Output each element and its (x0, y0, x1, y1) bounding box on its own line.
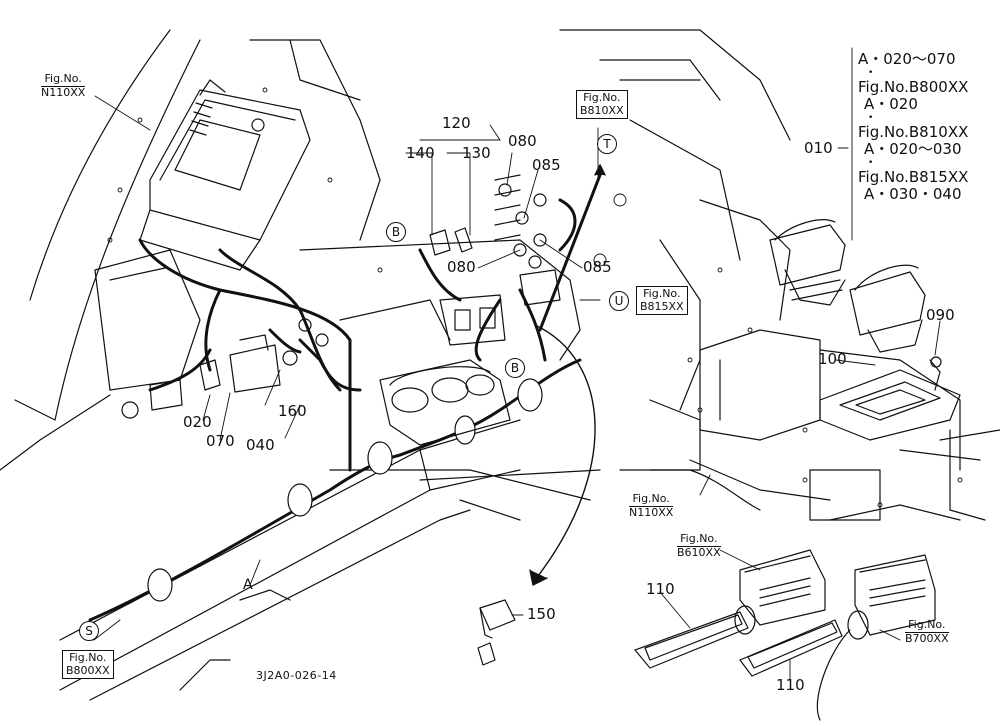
fig-ref-b810: Fig.No. B810XX (576, 90, 628, 120)
frame-outline (0, 29, 1000, 691)
harness-label-a: A (243, 577, 253, 593)
part-number-110-left: 110 (646, 580, 675, 598)
connector-assembly-right (769, 219, 961, 441)
grommets (147, 378, 543, 602)
mounting-plate (94, 249, 201, 419)
fig-ref-number: B810XX (580, 103, 624, 117)
legend-row-3: A・020 (864, 95, 918, 113)
legend-dot: • (868, 113, 874, 123)
part-150 (477, 599, 516, 666)
part-number-040: 040 (246, 436, 275, 454)
relay-cluster (149, 318, 329, 411)
kit-legend: A・020～070 • Fig.No.B800XX A・020 • Fig.No… (858, 52, 968, 204)
connector-marker-b-upper: B (386, 222, 406, 242)
connector-marker-s: S (79, 621, 99, 641)
crossmember-beam (59, 419, 601, 701)
fig-ref-label: Fig.No. (583, 91, 621, 104)
part-number-130: 130 (462, 144, 491, 162)
drawing-code: 3J2A0-026-14 (256, 669, 337, 682)
legend-row-1: A・020～070 (858, 50, 956, 68)
legend-row-5: A・020～030 (864, 140, 962, 158)
part-number-120: 120 (442, 114, 471, 132)
fig-ref-b800: Fig.No. B800XX (62, 650, 114, 680)
part-number-150: 150 (527, 605, 556, 623)
part-number-110-right: 110 (776, 676, 805, 694)
fig-ref-n110-top: Fig.No. N110XX (38, 72, 88, 100)
fig-ref-b610: Fig.No. B610XX (674, 532, 724, 560)
fig-ref-label: Fig.No. (41, 72, 86, 87)
routing-arrows (529, 164, 606, 586)
fig-ref-label: Fig.No. (677, 532, 721, 547)
legend-dot: • (868, 68, 874, 78)
part-number-140: 140 (406, 144, 435, 162)
part-number-010: 010 (804, 139, 833, 157)
bolt-holes (107, 87, 963, 508)
fig-ref-number: B700XX (905, 631, 949, 645)
fig-ref-b700: Fig.No. B700XX (902, 618, 952, 646)
fig-ref-n110-mid: Fig.No. N110XX (626, 492, 676, 520)
fig-ref-label: Fig.No. (905, 618, 949, 633)
part-number-020: 020 (183, 413, 212, 431)
connector-marker-b-lower: B (505, 358, 525, 378)
fig-ref-label: Fig.No. (643, 287, 681, 300)
relay-box (379, 269, 561, 446)
connector-marker-t: T (597, 134, 617, 154)
small-connectors (429, 174, 547, 269)
fig-ref-label: Fig.No. (69, 651, 107, 664)
legend-row-2: Fig.No.B800XX (858, 78, 969, 96)
fig-ref-number: B815XX (640, 299, 684, 313)
connector-marker-u: U (609, 291, 629, 311)
part-number-080-top: 080 (508, 132, 537, 150)
part-number-085-top: 085 (532, 156, 561, 174)
part-number-160: 160 (278, 402, 307, 420)
legend-row-7: A・030・040 (864, 185, 962, 203)
fig-ref-label: Fig.No. (629, 492, 674, 507)
bottom-connectors (734, 504, 961, 721)
fig-ref-number: N110XX (41, 85, 86, 99)
part-number-080-bottom: 080 (447, 258, 476, 276)
covers-110 (634, 611, 843, 677)
part-number-090: 090 (926, 306, 955, 324)
fig-ref-number: B800XX (66, 663, 110, 677)
part-number-070: 070 (206, 432, 235, 450)
ecu-controller (139, 79, 311, 271)
legend-dot: • (868, 158, 874, 168)
part-number-100: 100 (818, 350, 847, 368)
legend-row-6: Fig.No.B815XX (858, 168, 969, 186)
fig-ref-number: B610XX (677, 545, 721, 559)
part-number-085-bottom: 085 (583, 258, 612, 276)
legend-row-4: Fig.No.B810XX (858, 123, 969, 141)
fig-ref-b815: Fig.No. B815XX (636, 286, 688, 316)
fig-ref-number: N110XX (629, 505, 674, 519)
